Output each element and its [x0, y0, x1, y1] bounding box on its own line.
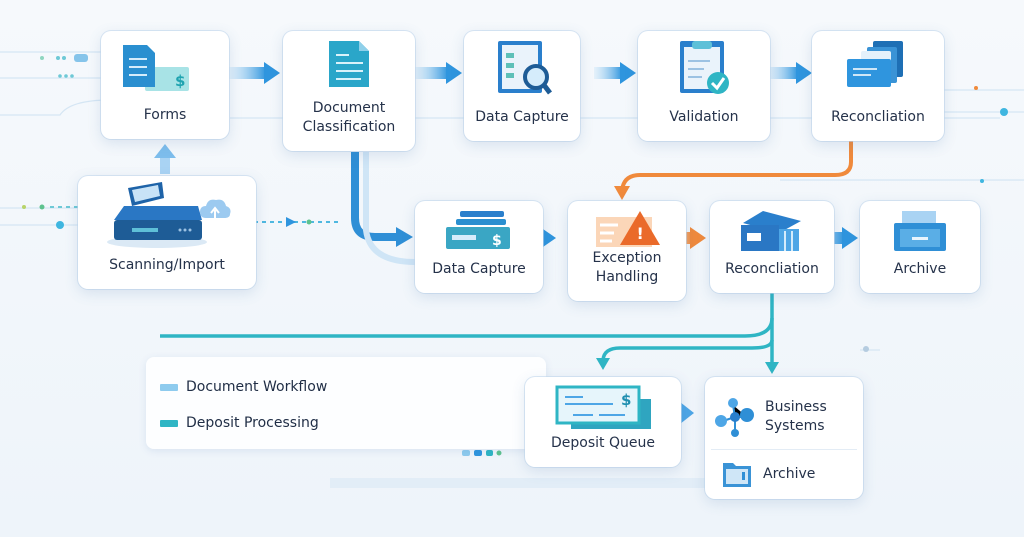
node-label: Archive: [893, 261, 947, 277]
document-icon: [329, 41, 369, 87]
svg-text:$: $: [492, 233, 502, 249]
node-archive-mid[interactable]: Archive: [860, 201, 980, 293]
check-stack-icon: $: [446, 211, 510, 249]
node-reconciliation-top[interactable]: Reconcliation: [812, 31, 944, 141]
node-business-systems[interactable]: Business Systems: [713, 395, 827, 439]
node-label: Data Capture: [475, 109, 569, 125]
node-label: Data Capture: [432, 261, 526, 277]
warning-icon: !: [596, 211, 660, 247]
svg-text:!: !: [637, 224, 644, 243]
archive-drawer-icon: [894, 211, 946, 251]
node-label: Document Classification: [302, 100, 396, 135]
folder-icon: [723, 463, 751, 487]
flow-classification-to-capture: [351, 152, 398, 241]
node-scanning-import[interactable]: Scanning/Import: [78, 176, 256, 289]
node-label: Reconcliation: [725, 261, 819, 277]
network-icon: [715, 398, 754, 437]
divider: [711, 449, 857, 450]
node-validation[interactable]: Validation: [638, 31, 770, 141]
legend-label: Document Workflow: [186, 379, 328, 395]
legend-swatch: [160, 419, 178, 427]
decorative-dots: [22, 54, 1008, 456]
node-document-classification[interactable]: Document Classification: [283, 31, 415, 151]
legend-swatch: [160, 383, 178, 391]
check-icon: $: [555, 385, 651, 429]
flow-deposit-lines: [160, 292, 774, 366]
node-label: Deposit Queue: [551, 435, 655, 451]
node-deposit-queue[interactable]: $ Deposit Queue: [525, 377, 681, 467]
legend-item-deposit-processing: Deposit Processing: [160, 415, 319, 431]
node-label: Reconcliation: [831, 109, 925, 125]
node-archive-bottom[interactable]: Archive: [721, 459, 815, 489]
flow-reconciliation-to-exception: [620, 140, 853, 191]
form-check-icon: $: [123, 45, 189, 91]
node-label: Business Systems: [765, 399, 827, 434]
node-reconciliation-mid[interactable]: Reconcliation: [710, 201, 834, 293]
node-label: Archive: [763, 465, 816, 482]
node-data-capture-mid[interactable]: $ Data Capture: [415, 201, 543, 293]
node-exception-handling[interactable]: ! Exception Handling: [568, 201, 686, 301]
node-data-capture-top[interactable]: Data Capture: [464, 31, 580, 141]
svg-text:$: $: [175, 72, 185, 90]
legend: Document Workflow Deposit Processing: [146, 357, 546, 449]
svg-text:$: $: [621, 391, 631, 409]
node-label: Validation: [669, 109, 739, 125]
legend-item-document-workflow: Document Workflow: [160, 379, 327, 395]
node-label: Forms: [143, 107, 187, 123]
node-label: Scanning/Import: [109, 257, 225, 273]
node-business-systems-group: Business Systems Archive: [705, 377, 863, 499]
node-label: Exception Handling: [592, 250, 662, 285]
stacked-files-icon: [847, 41, 903, 87]
legend-label: Deposit Processing: [186, 415, 319, 431]
bank-icon: [741, 211, 801, 251]
flow-arrows-top: [154, 62, 812, 174]
clipboard-check-icon: [680, 41, 729, 94]
scanner-icon: [107, 182, 231, 248]
node-forms[interactable]: $ Forms: [101, 31, 229, 139]
magnifier-document-icon: [498, 41, 552, 95]
